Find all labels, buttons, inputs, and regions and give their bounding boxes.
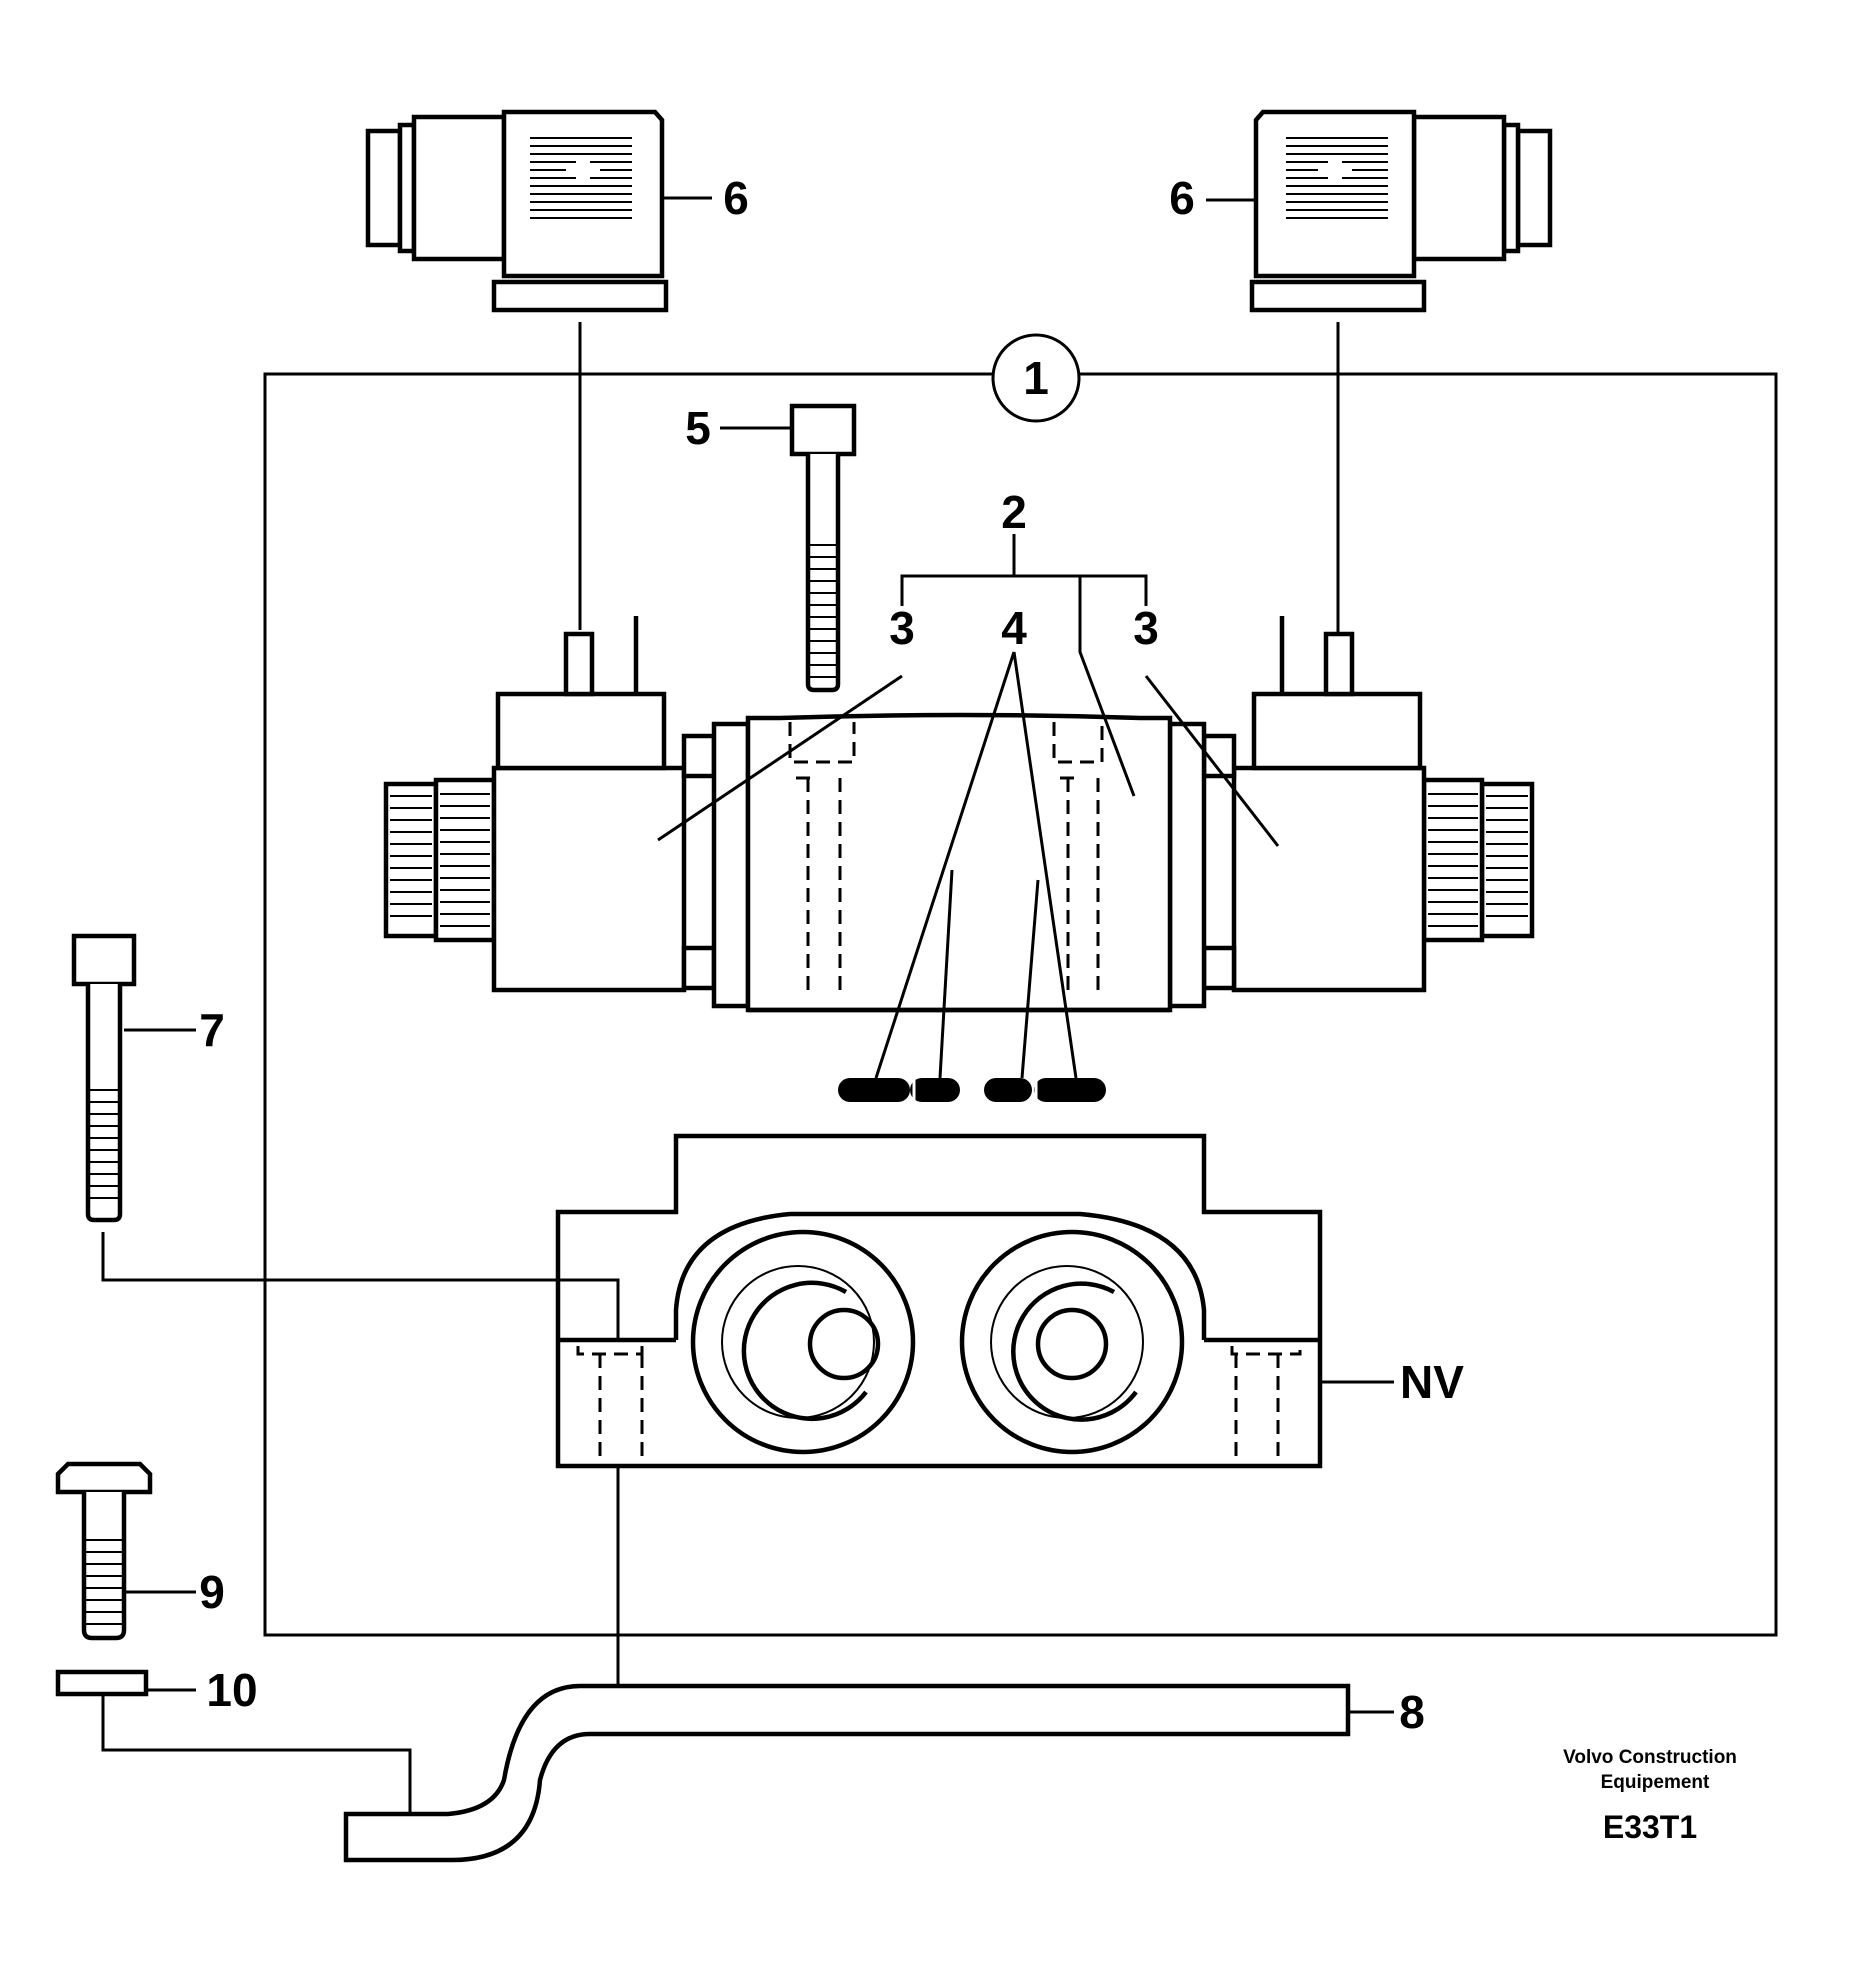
assembly-frame xyxy=(263,333,1778,1637)
label-plug-left: 6 xyxy=(723,172,749,224)
plug-connector-right xyxy=(1249,109,1553,313)
figure-code: E33T1 xyxy=(1603,1809,1697,1845)
leader-lines xyxy=(124,196,1394,1714)
label-solenoid-set: 2 xyxy=(1001,486,1027,538)
solenoid-valve xyxy=(383,616,1535,1013)
label-valve-block: NV xyxy=(1400,1356,1464,1408)
label-o-rings: 4 xyxy=(1001,602,1027,654)
label-bracket: 8 xyxy=(1399,1686,1425,1738)
label-screw-long: 7 xyxy=(199,1004,225,1056)
label-bolt: 9 xyxy=(199,1566,225,1618)
washer xyxy=(55,1669,149,1697)
label-coil-right: 3 xyxy=(1133,602,1159,654)
screw-top xyxy=(789,403,857,693)
label-washer: 10 xyxy=(206,1664,257,1716)
valve-block xyxy=(555,1133,1323,1469)
hex-bolt xyxy=(55,1461,153,1641)
label-assembly: 1 xyxy=(1023,352,1049,404)
screw-long xyxy=(71,933,620,1340)
o-rings xyxy=(838,1078,1106,1102)
label-screw-top: 5 xyxy=(685,402,711,454)
plug-connector-left xyxy=(365,109,669,313)
credit-line-1: Volvo Construction xyxy=(1563,1747,1737,1768)
label-plug-right: 6 xyxy=(1169,172,1195,224)
bracket xyxy=(101,1466,1351,1863)
label-coil-left: 3 xyxy=(889,602,915,654)
credit-line-2: Equipement xyxy=(1601,1772,1710,1793)
